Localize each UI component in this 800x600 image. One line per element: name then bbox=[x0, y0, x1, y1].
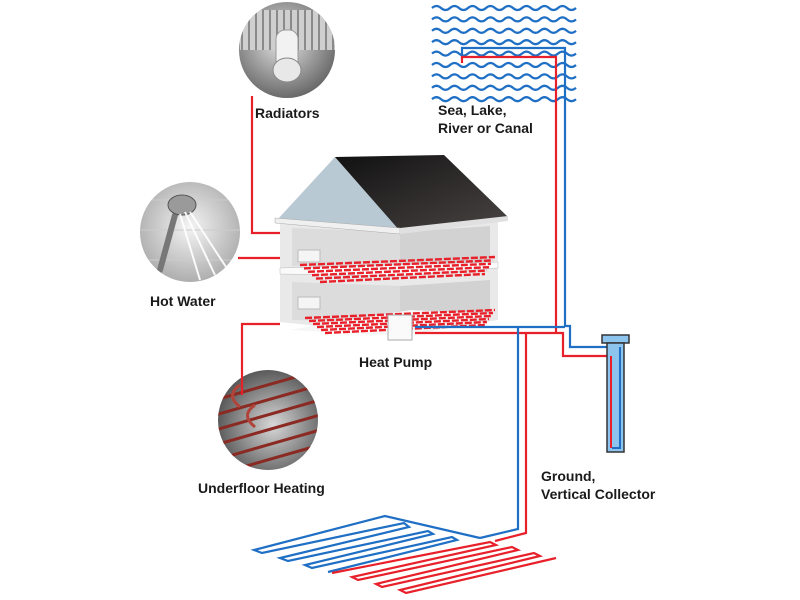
radiator-pipe bbox=[250, 96, 280, 235]
wave-line bbox=[431, 16, 577, 23]
ground-loop-hot-feed bbox=[494, 333, 528, 543]
water-source-line-1: Sea, Lake, bbox=[438, 102, 507, 118]
underfloor-heating-photo-icon bbox=[218, 370, 318, 470]
wave-line bbox=[431, 39, 577, 46]
radiators-label: Radiators bbox=[255, 105, 320, 121]
ground-loop-hot-serpentine bbox=[331, 540, 557, 595]
radiator-photo-icon bbox=[239, 2, 335, 98]
vertical-collector-icon bbox=[601, 334, 630, 453]
ground-collector-line-2: Vertical Collector bbox=[541, 486, 656, 502]
ground-loop-cold-serpentine bbox=[250, 514, 481, 574]
wave-line bbox=[431, 4, 577, 12]
pump-hot-line bbox=[415, 331, 612, 358]
ground-loop-cold-feed bbox=[479, 327, 520, 540]
underfloor-pipe bbox=[240, 322, 280, 395]
water-source-hot-pipe bbox=[460, 55, 558, 333]
heat-pump-unit-icon bbox=[387, 314, 413, 341]
water-source-label: Sea, Lake, River or Canal bbox=[438, 101, 533, 137]
underfloor-heating-label: Underfloor Heating bbox=[198, 480, 325, 496]
hot-water-label: Hot Water bbox=[150, 293, 216, 309]
wave-line bbox=[431, 27, 577, 34]
water-waves-icon bbox=[431, 4, 577, 103]
wave-line bbox=[431, 50, 577, 57]
water-source-line-2: River or Canal bbox=[438, 120, 533, 136]
ground-collector-line-1: Ground, bbox=[541, 468, 596, 484]
wave-line bbox=[431, 61, 577, 69]
shower-photo-icon bbox=[140, 182, 240, 282]
wave-line bbox=[431, 84, 577, 91]
ground-collector-label: Ground, Vertical Collector bbox=[541, 467, 655, 503]
wave-line bbox=[431, 96, 577, 103]
wave-line bbox=[431, 73, 577, 80]
heat-pump-label: Heat Pump bbox=[359, 354, 433, 370]
house-cutaway-icon bbox=[274, 155, 508, 341]
